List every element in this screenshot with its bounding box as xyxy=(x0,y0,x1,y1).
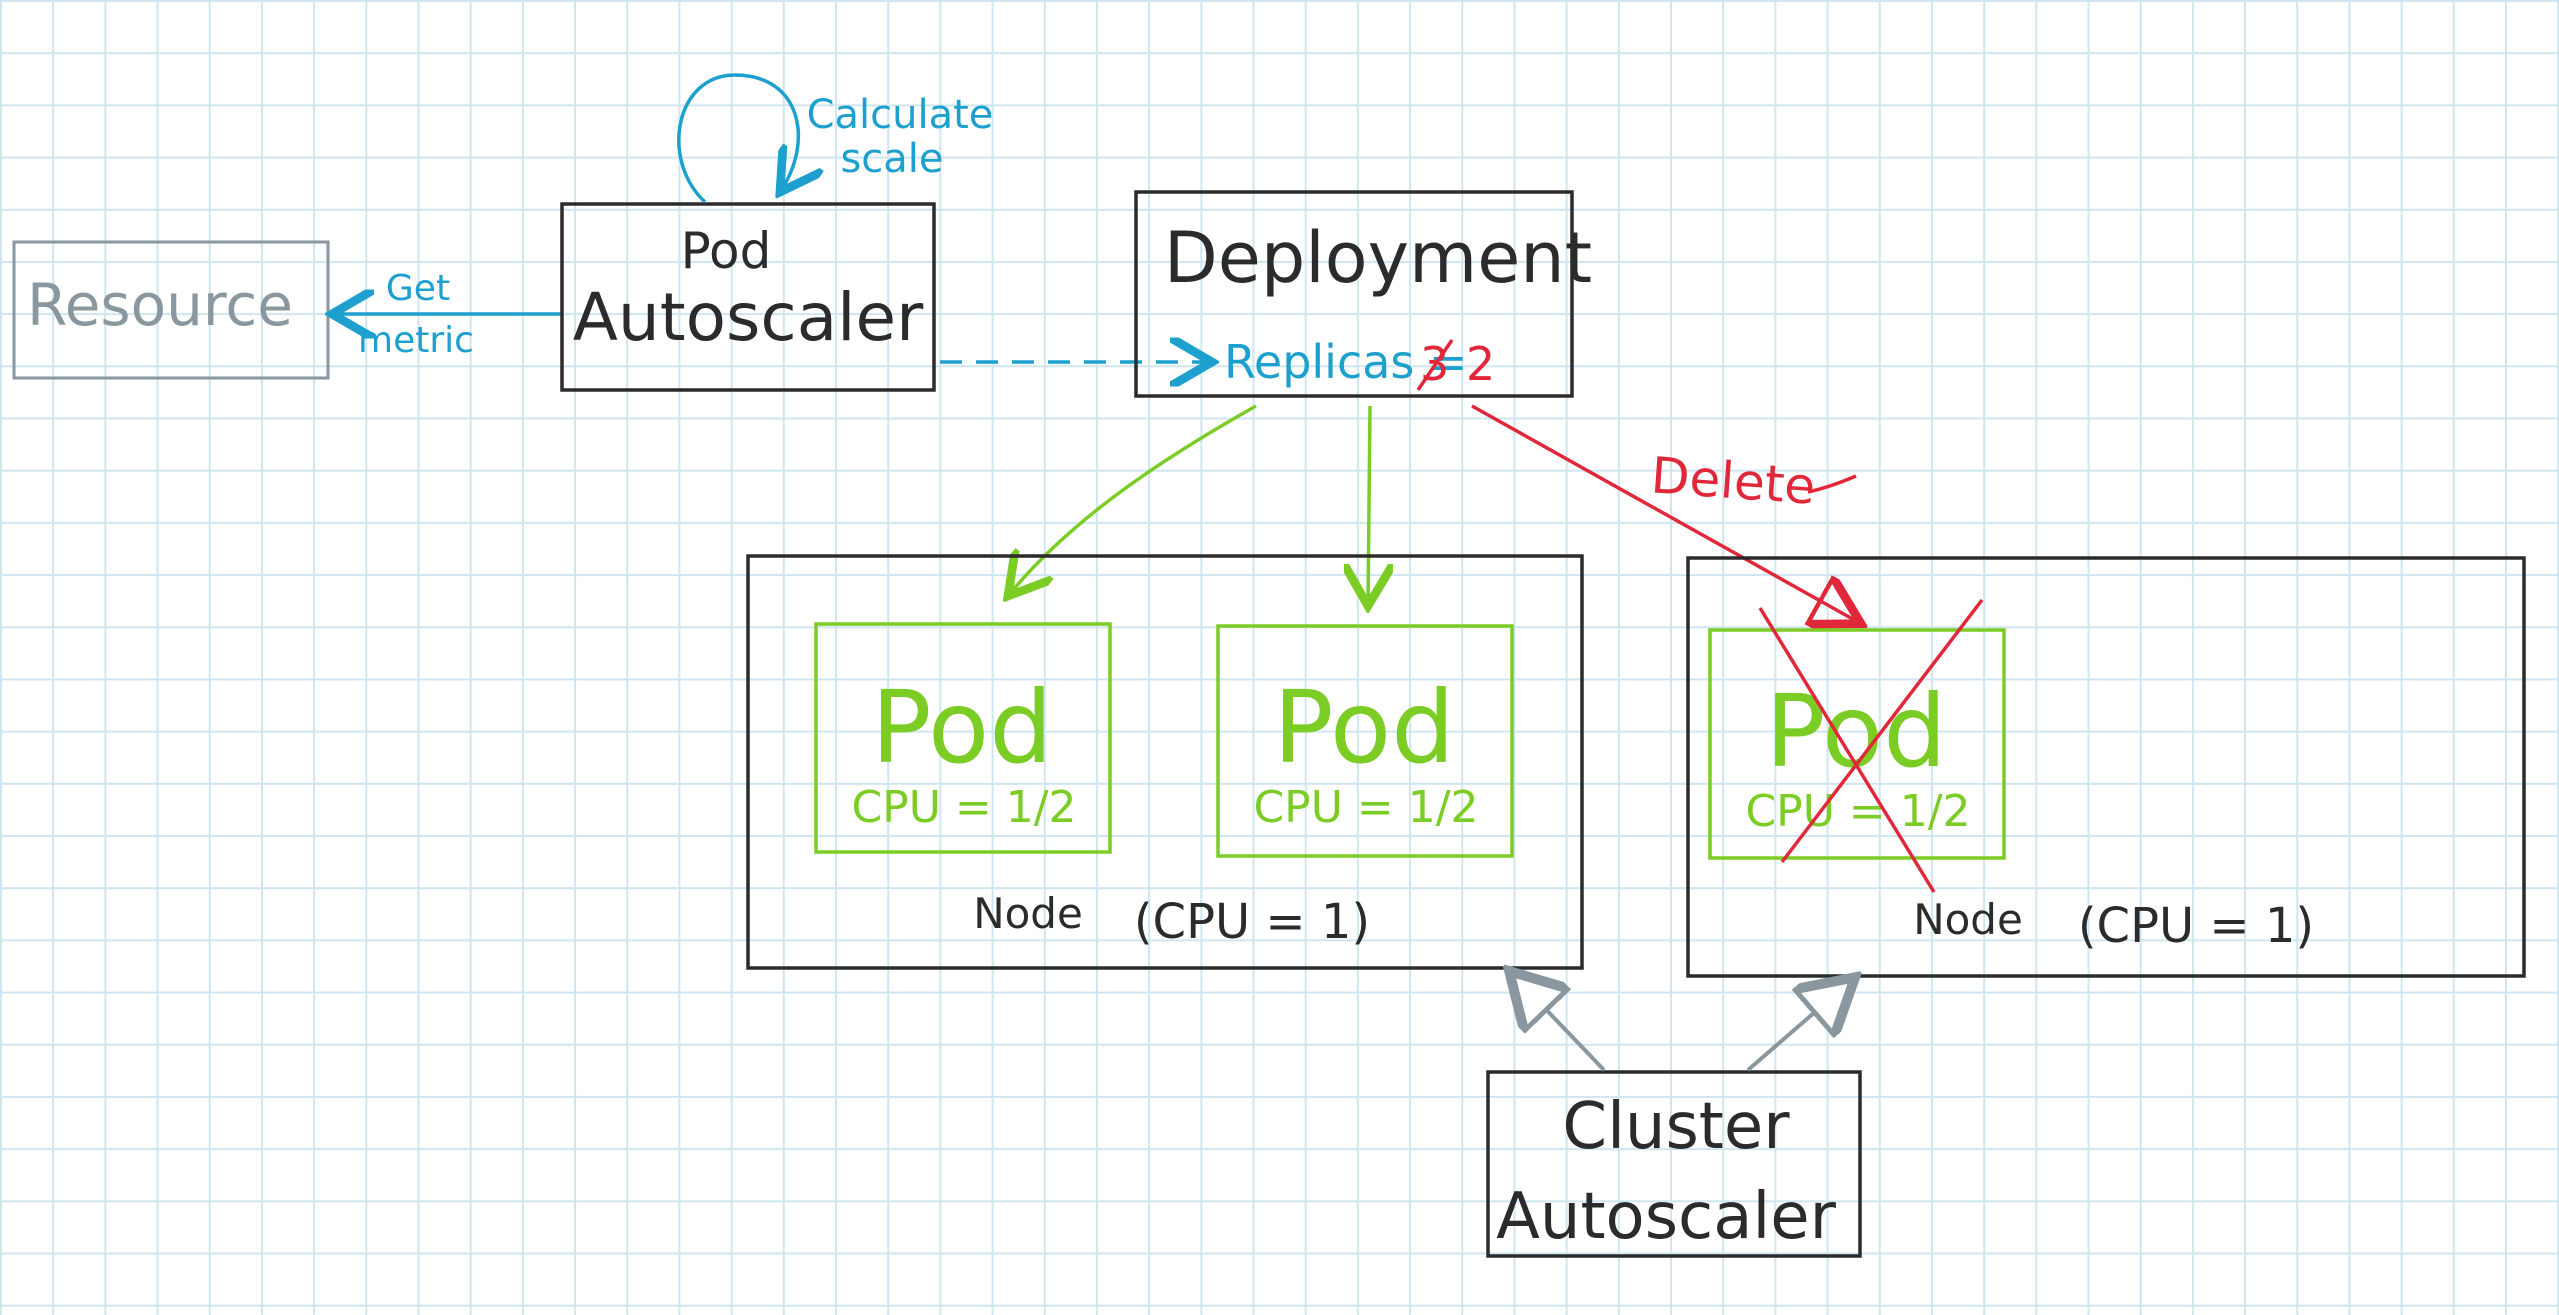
resource-box: Resource xyxy=(12,240,330,380)
delete-arrow xyxy=(1471,404,1858,622)
delete-cross-stroke xyxy=(1758,607,1936,893)
create-pod-arrow-1 xyxy=(1008,404,1257,596)
create-pod-arrow-2 xyxy=(1368,405,1370,606)
node-left: Pod CPU = 1/2 Pod CPU = 1/2 Node (CPU = … xyxy=(746,554,1584,970)
pod-autoscaler-box: Pod Autoscaler xyxy=(560,202,936,392)
calculate-scale-loop: Calculate scale xyxy=(677,73,994,204)
replicas-strike xyxy=(1416,339,1454,391)
pod-title: Pod xyxy=(871,669,1052,786)
get-metric-label-line2: metric xyxy=(358,320,474,361)
scale-node-arrow-right xyxy=(1746,980,1852,1072)
node-label: Node xyxy=(1913,895,2023,944)
pod-cpu: CPU = 1/2 xyxy=(1745,786,1970,837)
pod-title: Pod xyxy=(1273,669,1454,786)
pod-autoscaler-line2: Autoscaler xyxy=(573,279,924,356)
pod-box-deleted: Pod CPU = 1/2 xyxy=(1708,598,2006,893)
calculate-scale-line2: scale xyxy=(840,136,943,182)
pod-cpu: CPU = 1/2 xyxy=(1253,782,1478,833)
pod-title: Pod xyxy=(1765,673,1946,790)
pod-box: Pod CPU = 1/2 xyxy=(814,622,1112,854)
replicas-label: Replicas = xyxy=(1224,335,1468,389)
delete-label: Delete xyxy=(1649,446,1817,515)
node-label: Node xyxy=(973,889,1083,938)
pod-box: Pod CPU = 1/2 xyxy=(1216,624,1514,858)
pod-cpu: CPU = 1/2 xyxy=(851,782,1076,833)
cluster-autoscaler-line1: Cluster xyxy=(1562,1090,1790,1164)
delete-cross-stroke xyxy=(1780,598,1984,864)
deployment-title: Deployment xyxy=(1164,217,1592,299)
calculate-scale-line1: Calculate xyxy=(807,92,994,138)
cluster-autoscaler-line2: Autoscaler xyxy=(1496,1180,1837,1254)
node-cpu: (CPU = 1) xyxy=(1134,894,1370,950)
node-right: Pod CPU = 1/2 Node (CPU = 1) xyxy=(1686,556,2526,978)
get-metric-arrow: Get metric xyxy=(332,268,562,361)
scale-node-arrow-left xyxy=(1512,974,1606,1072)
cluster-autoscaler-box: Cluster Autoscaler xyxy=(1486,1070,1862,1258)
delete-label-tail xyxy=(1807,474,1857,494)
get-metric-label-line1: Get xyxy=(386,268,450,309)
node-cpu: (CPU = 1) xyxy=(2078,898,2314,954)
pod-autoscaler-line1: Pod xyxy=(681,222,772,280)
replicas-new-value: 2 xyxy=(1466,337,1495,391)
deployment-box: Deployment Replicas = 3 2 xyxy=(1134,190,1592,398)
resource-label: Resource xyxy=(27,271,293,339)
